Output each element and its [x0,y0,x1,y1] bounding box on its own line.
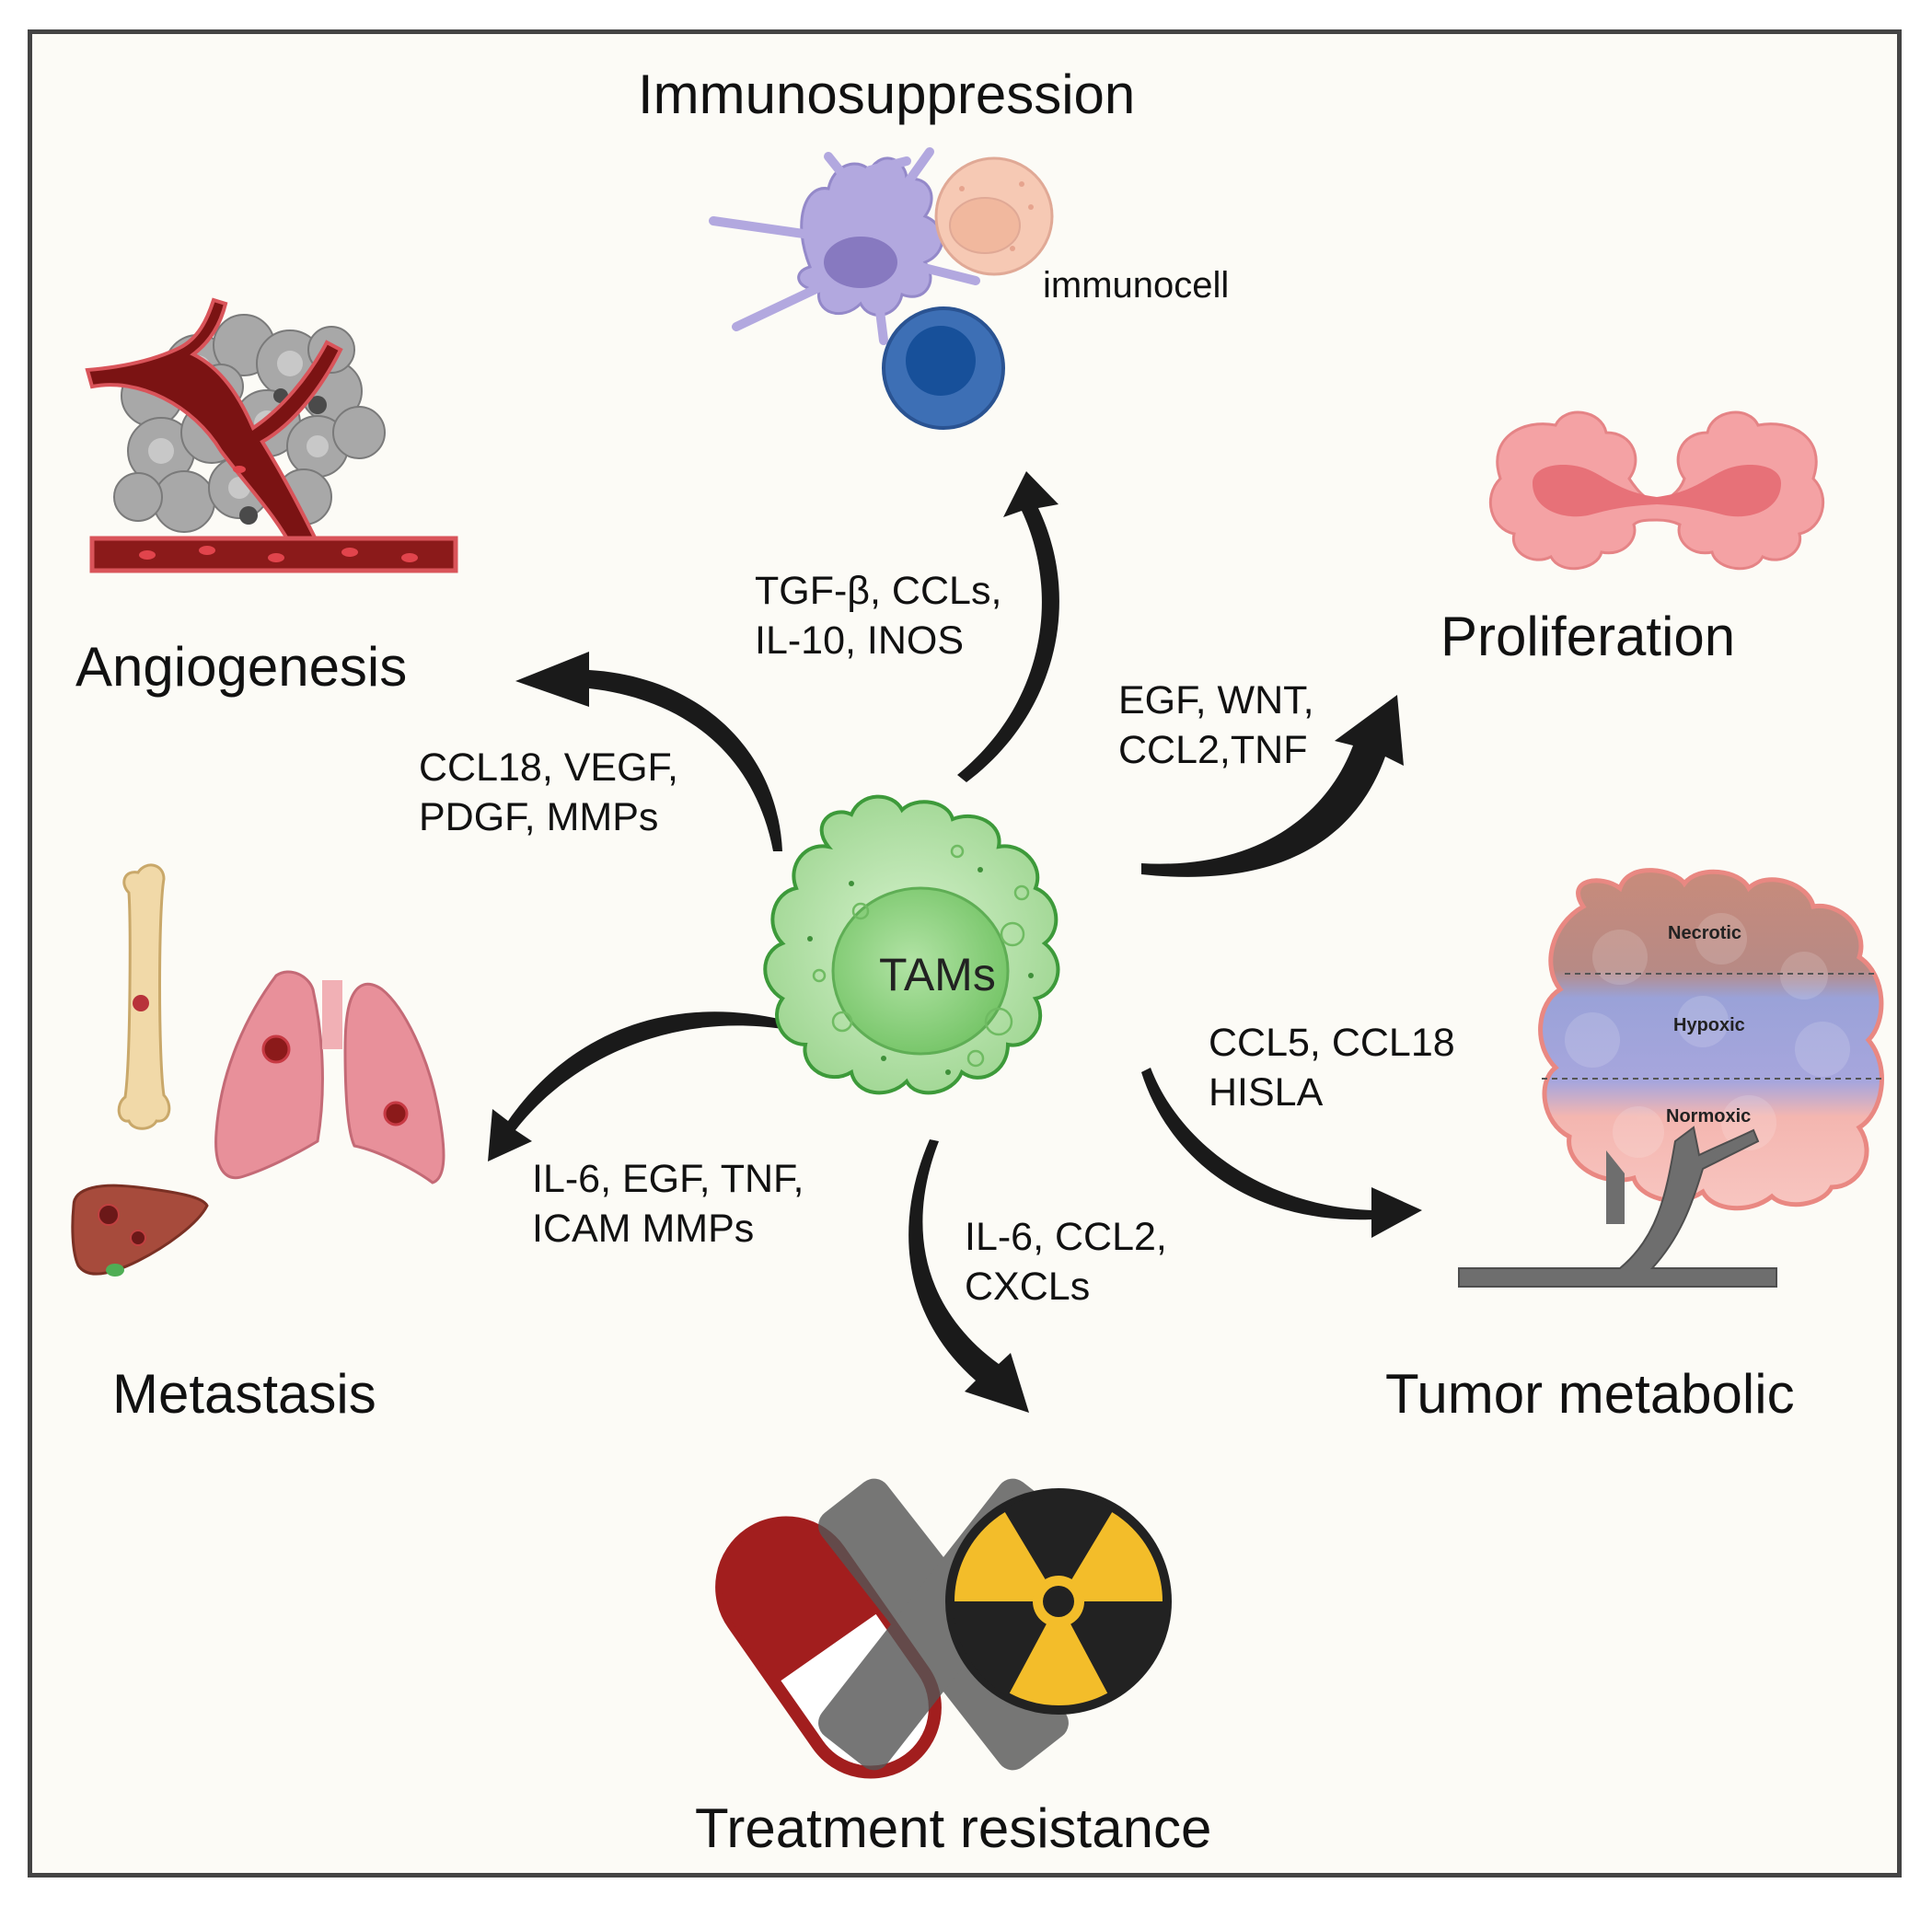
arrow-immunosuppression [957,471,1059,782]
factors-angiogenesis: CCL18, VEGF, PDGF, MMPs [419,744,678,843]
arrow-proliferation [1141,695,1404,877]
factor-line: IL-6, EGF, TNF, [532,1157,804,1201]
zone-normoxic: Normoxic [1666,1106,1752,1127]
label-immunosuppression: Immunosuppression [638,64,1136,125]
arrow-treatment [908,1139,1029,1413]
factor-line: HISLA [1209,1069,1324,1115]
angiogenesis-icon [85,297,458,573]
treatment-icon [715,1478,1172,1779]
factor-line: ICAM MMPs [532,1206,755,1251]
arrow-metastasis [488,1011,782,1161]
label-angiogenesis: Angiogenesis [75,636,408,698]
label-metastasis: Metastasis [112,1363,376,1425]
metastasis-icon [71,863,445,1277]
factor-line: TGF-β, CCLs, [755,569,1002,613]
proliferation-icon [1488,410,1825,571]
tumor-metabolic-icon [1458,868,1884,1288]
factors-treatment-resistance: IL-6, CCL2, CXCLs [965,1213,1167,1312]
label-immunocell: immunocell [1043,265,1230,306]
zone-hypoxic: Hypoxic [1673,1015,1745,1035]
factor-line: IL-6, CCL2, [965,1215,1167,1259]
label-proliferation: Proliferation [1440,606,1736,667]
factor-line: CCL2,TNF [1118,727,1308,772]
factor-line: IL-10, INOS [755,618,965,663]
tam-cell [763,794,1060,1095]
arrow-tumor-metabolic [1141,1068,1422,1238]
factor-line: CXCLs [965,1264,1091,1309]
factor-line: EGF, WNT, [1118,678,1314,722]
dendritic-cell-icon [709,147,980,345]
arrow-angiogenesis [515,652,782,851]
factors-tumor-metabolic: CCL5, CCL18 HISLA [1209,1019,1455,1118]
factors-immunosuppression: TGF-β, CCLs, IL-10, INOS [755,567,1001,666]
factors-metastasis: IL-6, EGF, TNF, ICAM MMPs [532,1155,804,1254]
label-treatment-resistance: Treatment resistance [695,1797,1212,1859]
zone-necrotic: Necrotic [1668,923,1742,943]
label-tams: TAMs [879,949,996,1000]
factor-line: CCL5, CCL18 [1209,1021,1455,1065]
label-tumor-metabolic: Tumor metabolic [1385,1363,1795,1425]
factor-line: CCL18, VEGF, [419,745,678,790]
b-cell-icon [882,306,1005,430]
lymphocyte-icon [934,156,1054,276]
arrows [488,471,1422,1413]
factor-line: PDGF, MMPs [419,794,659,839]
factors-proliferation: EGF, WNT, CCL2,TNF [1118,676,1314,776]
